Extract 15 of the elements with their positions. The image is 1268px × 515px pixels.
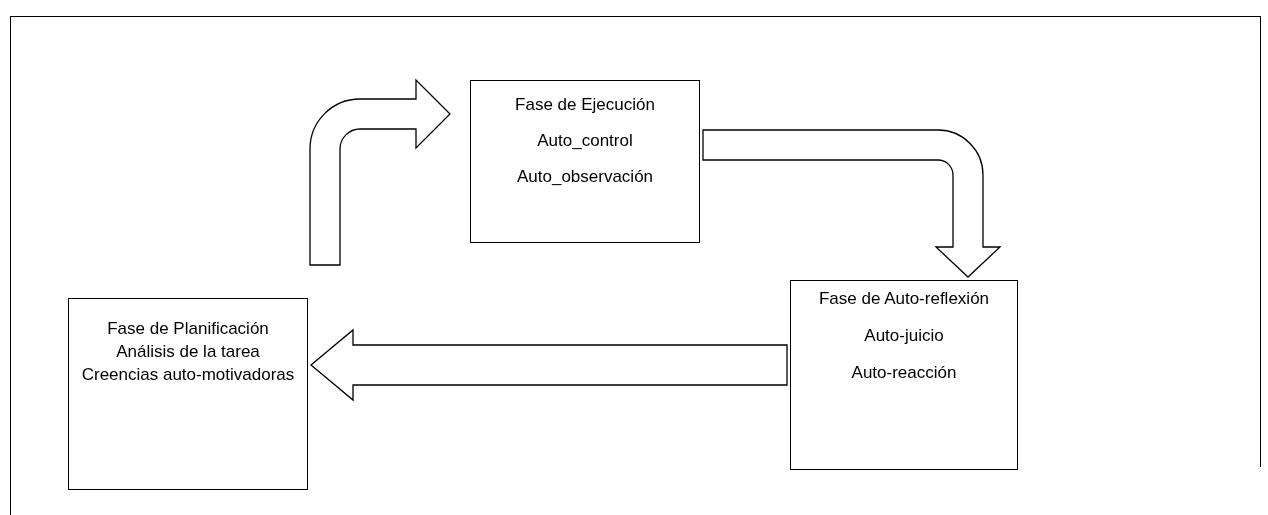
box-text: Análisis de la tarea [116,342,260,362]
box-text: Auto_observación [516,167,654,187]
box-text: Creencias auto-motivadoras [81,365,295,385]
block-arrow [310,328,788,402]
box-text: Auto_control [537,131,633,151]
block-arrow [309,79,451,266]
process-box [470,80,700,243]
box-text: Fase de Auto-reflexión [818,289,990,309]
box-text: Auto-juicio [864,326,944,346]
box-text: Auto-reacción [851,363,957,383]
process-box [68,298,308,490]
box-text: Fase de Planificación [107,319,269,339]
block-arrow [702,129,1001,278]
box-text: Fase de Ejecución [515,95,655,115]
process-box [790,280,1018,470]
